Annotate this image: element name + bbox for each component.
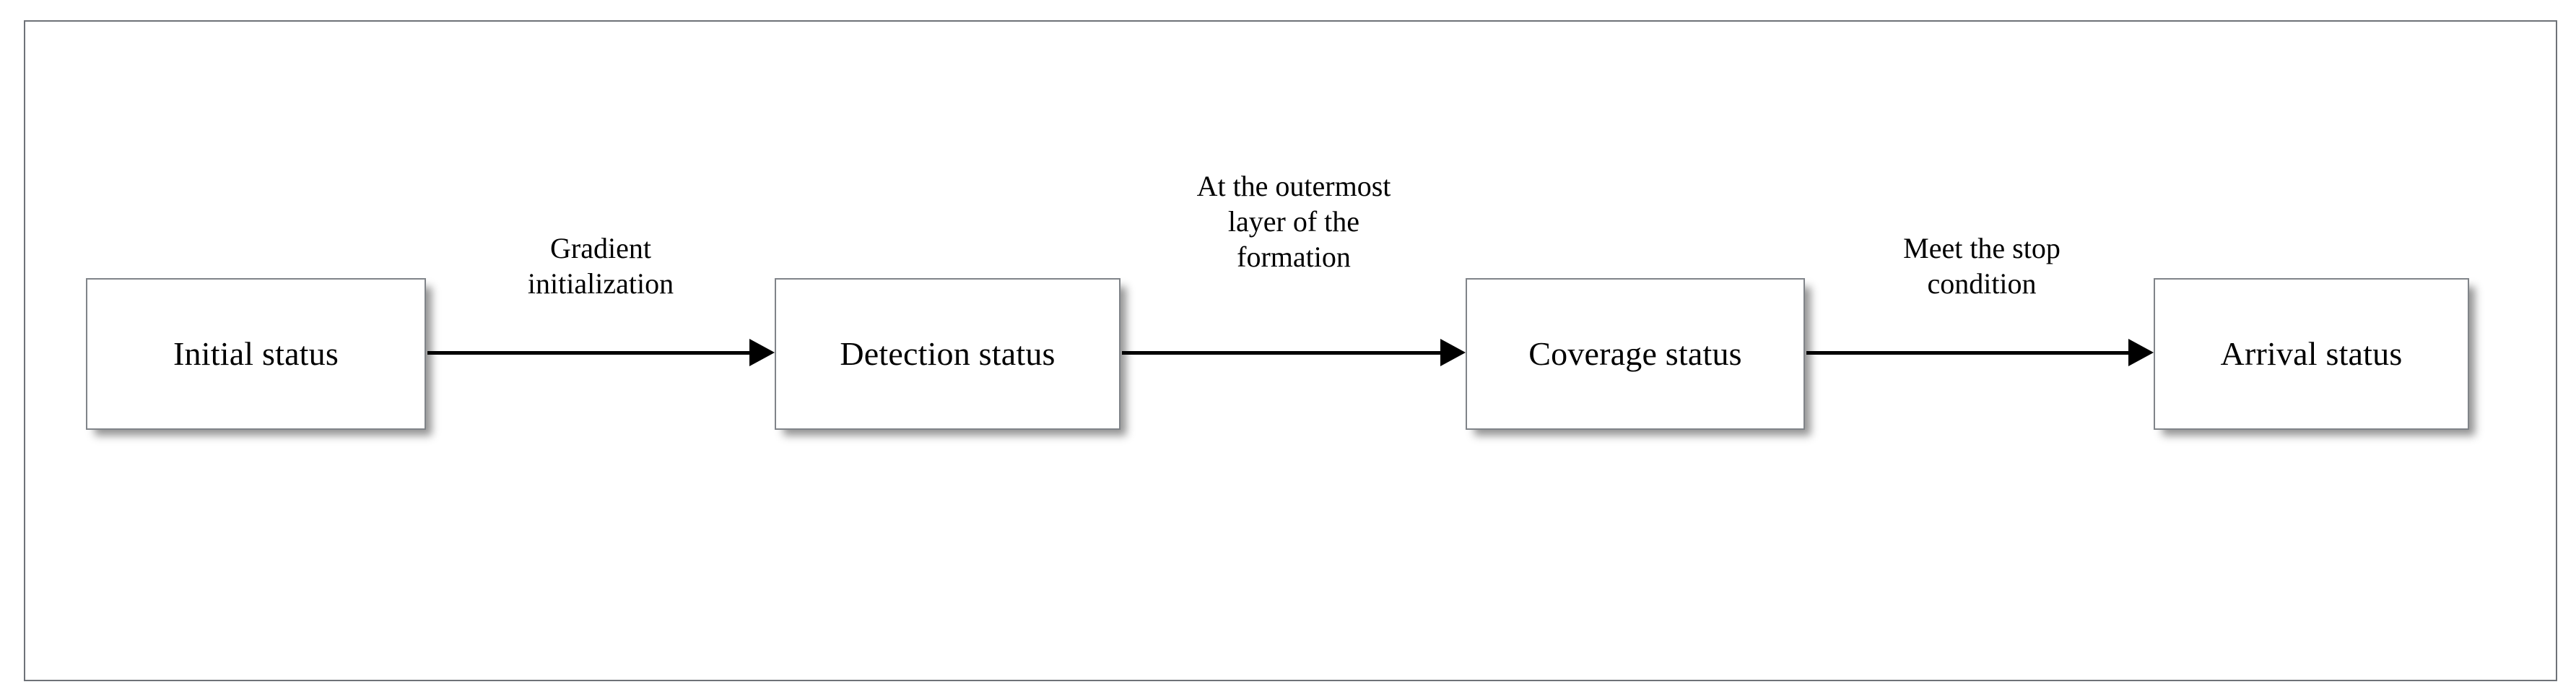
- edge-label-line: initialization: [527, 267, 674, 300]
- arrow-detection-to-coverage: [1122, 331, 1466, 374]
- arrow-detection-to-coverage-line: [1122, 350, 1441, 355]
- arrow-coverage-to-arrival-line: [1806, 350, 2129, 355]
- state-node-arrival[interactable]: Arrival status: [2154, 278, 2469, 430]
- state-node-initial[interactable]: Initial status: [86, 278, 426, 430]
- arrow-initial-to-detection: [427, 331, 775, 374]
- edge-label-detection-to-coverage: At the outermost layer of the formation: [1118, 169, 1470, 275]
- edge-label-initial-to-detection: Gradient initialization: [438, 231, 763, 302]
- arrow-coverage-to-arrival: [1806, 331, 2154, 374]
- edge-label-line: formation: [1237, 240, 1351, 273]
- state-node-arrival-label: Arrival status: [2220, 334, 2403, 372]
- edge-label-line: Meet the stop: [1903, 232, 2061, 264]
- state-node-detection-label: Detection status: [840, 334, 1056, 372]
- arrowhead-icon: [2128, 339, 2154, 366]
- edge-label-line: Gradient: [550, 232, 651, 264]
- state-node-coverage[interactable]: Coverage status: [1466, 278, 1805, 430]
- state-node-detection[interactable]: Detection status: [775, 278, 1121, 430]
- edge-label-coverage-to-arrival: Meet the stop condition: [1819, 231, 2144, 302]
- edge-label-line: At the outermost: [1196, 170, 1391, 202]
- edge-label-line: condition: [1927, 267, 2037, 300]
- arrowhead-icon: [1440, 339, 1466, 366]
- edge-label-line: layer of the: [1227, 204, 1360, 238]
- arrowhead-icon: [749, 339, 775, 366]
- state-node-coverage-label: Coverage status: [1528, 334, 1742, 372]
- state-node-initial-label: Initial status: [173, 334, 339, 372]
- arrow-initial-to-detection-line: [427, 350, 750, 355]
